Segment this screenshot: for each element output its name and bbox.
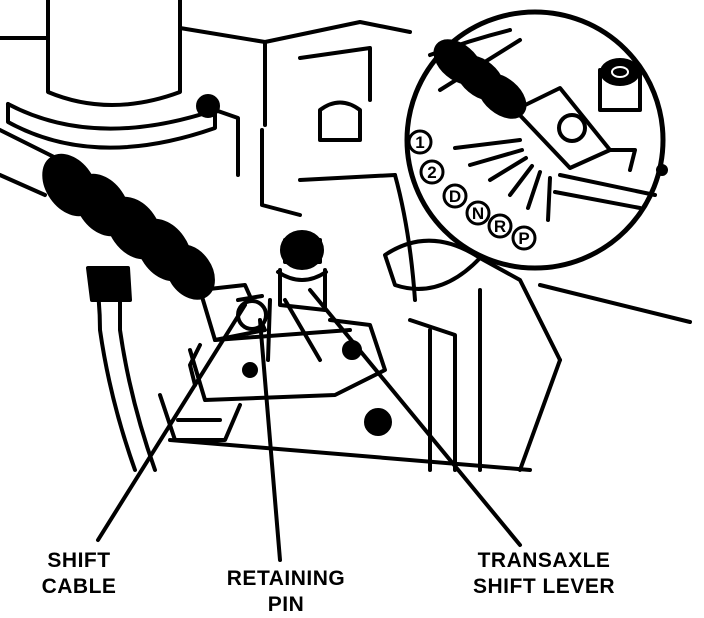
detail-inset (404, 9, 668, 271)
position-marker-d (442, 183, 468, 209)
transaxle-shift-lever-label-line2: SHIFT LEVER (472, 575, 615, 598)
transaxle-housing (168, 238, 562, 472)
position-marker-2 (419, 159, 445, 185)
retaining-pin-label-line1: RETAINING (226, 567, 346, 590)
position-n: N (472, 204, 484, 223)
position-marker-1 (407, 129, 433, 155)
position-marker-r (487, 213, 513, 239)
engine-block (178, 20, 417, 302)
retaining-pin-label: RETAINING PIN (206, 566, 366, 618)
gear-position-markers (407, 129, 537, 251)
shift-cable-label-line2: CABLE (41, 575, 117, 598)
position-r: R (494, 217, 506, 236)
steel-cable (86, 266, 157, 472)
shift-cable (0, 128, 267, 342)
position-marker-n (465, 200, 491, 226)
position-marker-p (511, 225, 537, 251)
intake-tower (0, 0, 240, 177)
position-p: P (518, 229, 529, 248)
transaxle-shift-lever-label-line1: TRANSAXLE (477, 549, 611, 572)
gear-position-letters: 1 2 D N R P (415, 133, 529, 248)
shift-cable-label-line1: SHIFT (47, 549, 111, 572)
transaxle-shift-lever-label: TRANSAXLE SHIFT LEVER (444, 548, 644, 600)
transaxle-shift-lever (266, 230, 328, 362)
position-d: D (449, 187, 461, 206)
shift-cable-label: SHIFT CABLE (14, 548, 144, 600)
position-1: 1 (415, 133, 424, 152)
position-2: 2 (427, 163, 436, 182)
leader-lines (96, 283, 692, 562)
retaining-pin-label-line2: PIN (267, 593, 305, 616)
